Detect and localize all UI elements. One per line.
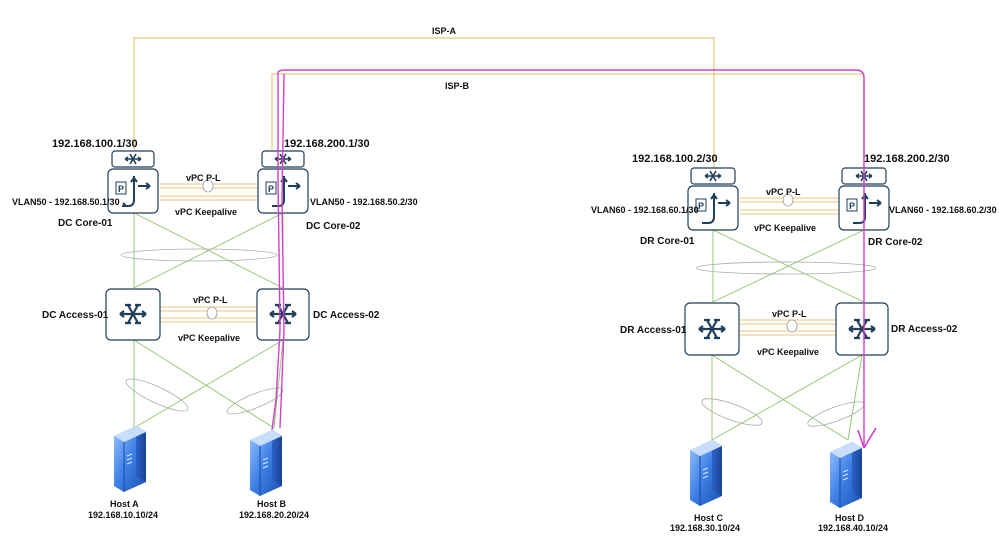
dc-core-keepalive-label: vPC Keepalive: [175, 207, 237, 217]
host-c-label: Host C: [694, 513, 724, 523]
host-b[interactable]: [249, 429, 283, 497]
dr-access-01-label: DR Access-01: [620, 325, 687, 336]
dr-core-02-wan-ip: 192.168.200.2/30: [864, 153, 950, 165]
dc-access-02-label: DC Access-02: [313, 310, 380, 321]
dr-access-host-links: [711, 354, 863, 441]
dc-access-host-links: [133, 339, 284, 429]
host-c-ip: 192.168.30.10/24: [670, 523, 740, 533]
dc-core-02-label: DC Core-02: [306, 221, 361, 232]
dc-host-a-port-channel: [125, 378, 189, 412]
host-a-label: Host A: [110, 499, 139, 509]
svg-text:P: P: [849, 201, 855, 211]
dc-core-02-vlan: VLAN50 - 192.168.50.2/30: [310, 197, 418, 207]
dc-core-02-wan-ip: 192.168.200.1/30: [284, 138, 370, 150]
server-icon: [829, 441, 863, 509]
dc-core-01-wan-ip: 192.168.100.1/30: [52, 138, 138, 150]
dr-core-peer-link-bundle: [782, 193, 794, 207]
dc-access-peer-link-bundle: [206, 306, 218, 320]
dr-core-access-links: [712, 229, 865, 303]
dc-access-01[interactable]: [105, 288, 161, 341]
dr-host-c-port-channel: [701, 398, 763, 426]
traffic-path: [271, 69, 877, 449]
dr-core-01[interactable]: P: [687, 167, 739, 231]
dc-core-01-vlan: VLAN50 - 192.168.50.1/30: [12, 197, 120, 207]
server-icon: [689, 439, 723, 507]
dr-access-keepalive-label: vPC Keepalive: [757, 347, 819, 357]
dr-access-02-label: DR Access-02: [891, 324, 958, 335]
host-d-label: Host D: [835, 513, 865, 523]
dc-core-peer-link-label: vPC P-L: [186, 173, 221, 183]
svg-text:P: P: [268, 184, 274, 194]
svg-text:P: P: [118, 184, 124, 194]
dr-host-d-port-channel: [807, 401, 865, 427]
isp-b-label: ISP-B: [445, 81, 470, 91]
host-d-ip: 192.168.40.10/24: [818, 523, 888, 533]
host-a[interactable]: [113, 425, 147, 493]
dr-access-peer-link-bundle: [786, 319, 798, 333]
dr-access-02[interactable]: [835, 302, 889, 356]
host-a-ip: 192.168.10.10/24: [88, 510, 158, 520]
dc-access-01-label: DC Access-01: [42, 310, 109, 321]
dr-core-02-label: DR Core-02: [868, 237, 923, 248]
dc-core-access-links: [133, 212, 284, 289]
isp-a-link: [133, 37, 715, 168]
dr-core-01-wan-ip: 192.168.100.2/30: [632, 153, 718, 165]
dr-core-keepalive-label: vPC Keepalive: [754, 223, 816, 233]
dr-access-01[interactable]: [684, 302, 740, 356]
dr-core-01-label: DR Core-01: [640, 236, 695, 247]
host-b-label: Host B: [257, 499, 287, 509]
dc-core-01-label: DC Core-01: [58, 218, 113, 229]
dc-host-b-port-channel: [226, 387, 284, 415]
dr-core-02-vlan: VLAN60 - 192.168.60.2/30: [889, 205, 997, 215]
dr-core-port-channel: [695, 261, 877, 275]
server-icon: [113, 425, 147, 493]
dr-core-peer-link: [740, 197, 840, 215]
host-d[interactable]: [829, 441, 863, 509]
dc-core-01[interactable]: P: [107, 150, 159, 214]
dc-core-peer-link-bundle: [202, 179, 214, 193]
dr-core-01-vlan: VLAN60 - 192.168.60.1/30: [591, 205, 699, 215]
dc-access-keepalive-label: vPC Keepalive: [178, 333, 240, 343]
dc-core-port-channel: [120, 248, 278, 262]
host-c[interactable]: [689, 439, 723, 507]
isp-b-link: [271, 73, 865, 168]
server-icon: [249, 429, 283, 497]
isp-a-label: ISP-A: [432, 26, 457, 36]
dr-access-peer-link-label: vPC P-L: [772, 309, 807, 319]
dc-access-peer-link-label: vPC P-L: [193, 295, 228, 305]
host-b-ip: 192.168.20.20/24: [239, 510, 309, 520]
dr-core-peer-link-label: vPC P-L: [766, 187, 801, 197]
svg-text:P: P: [698, 201, 704, 211]
